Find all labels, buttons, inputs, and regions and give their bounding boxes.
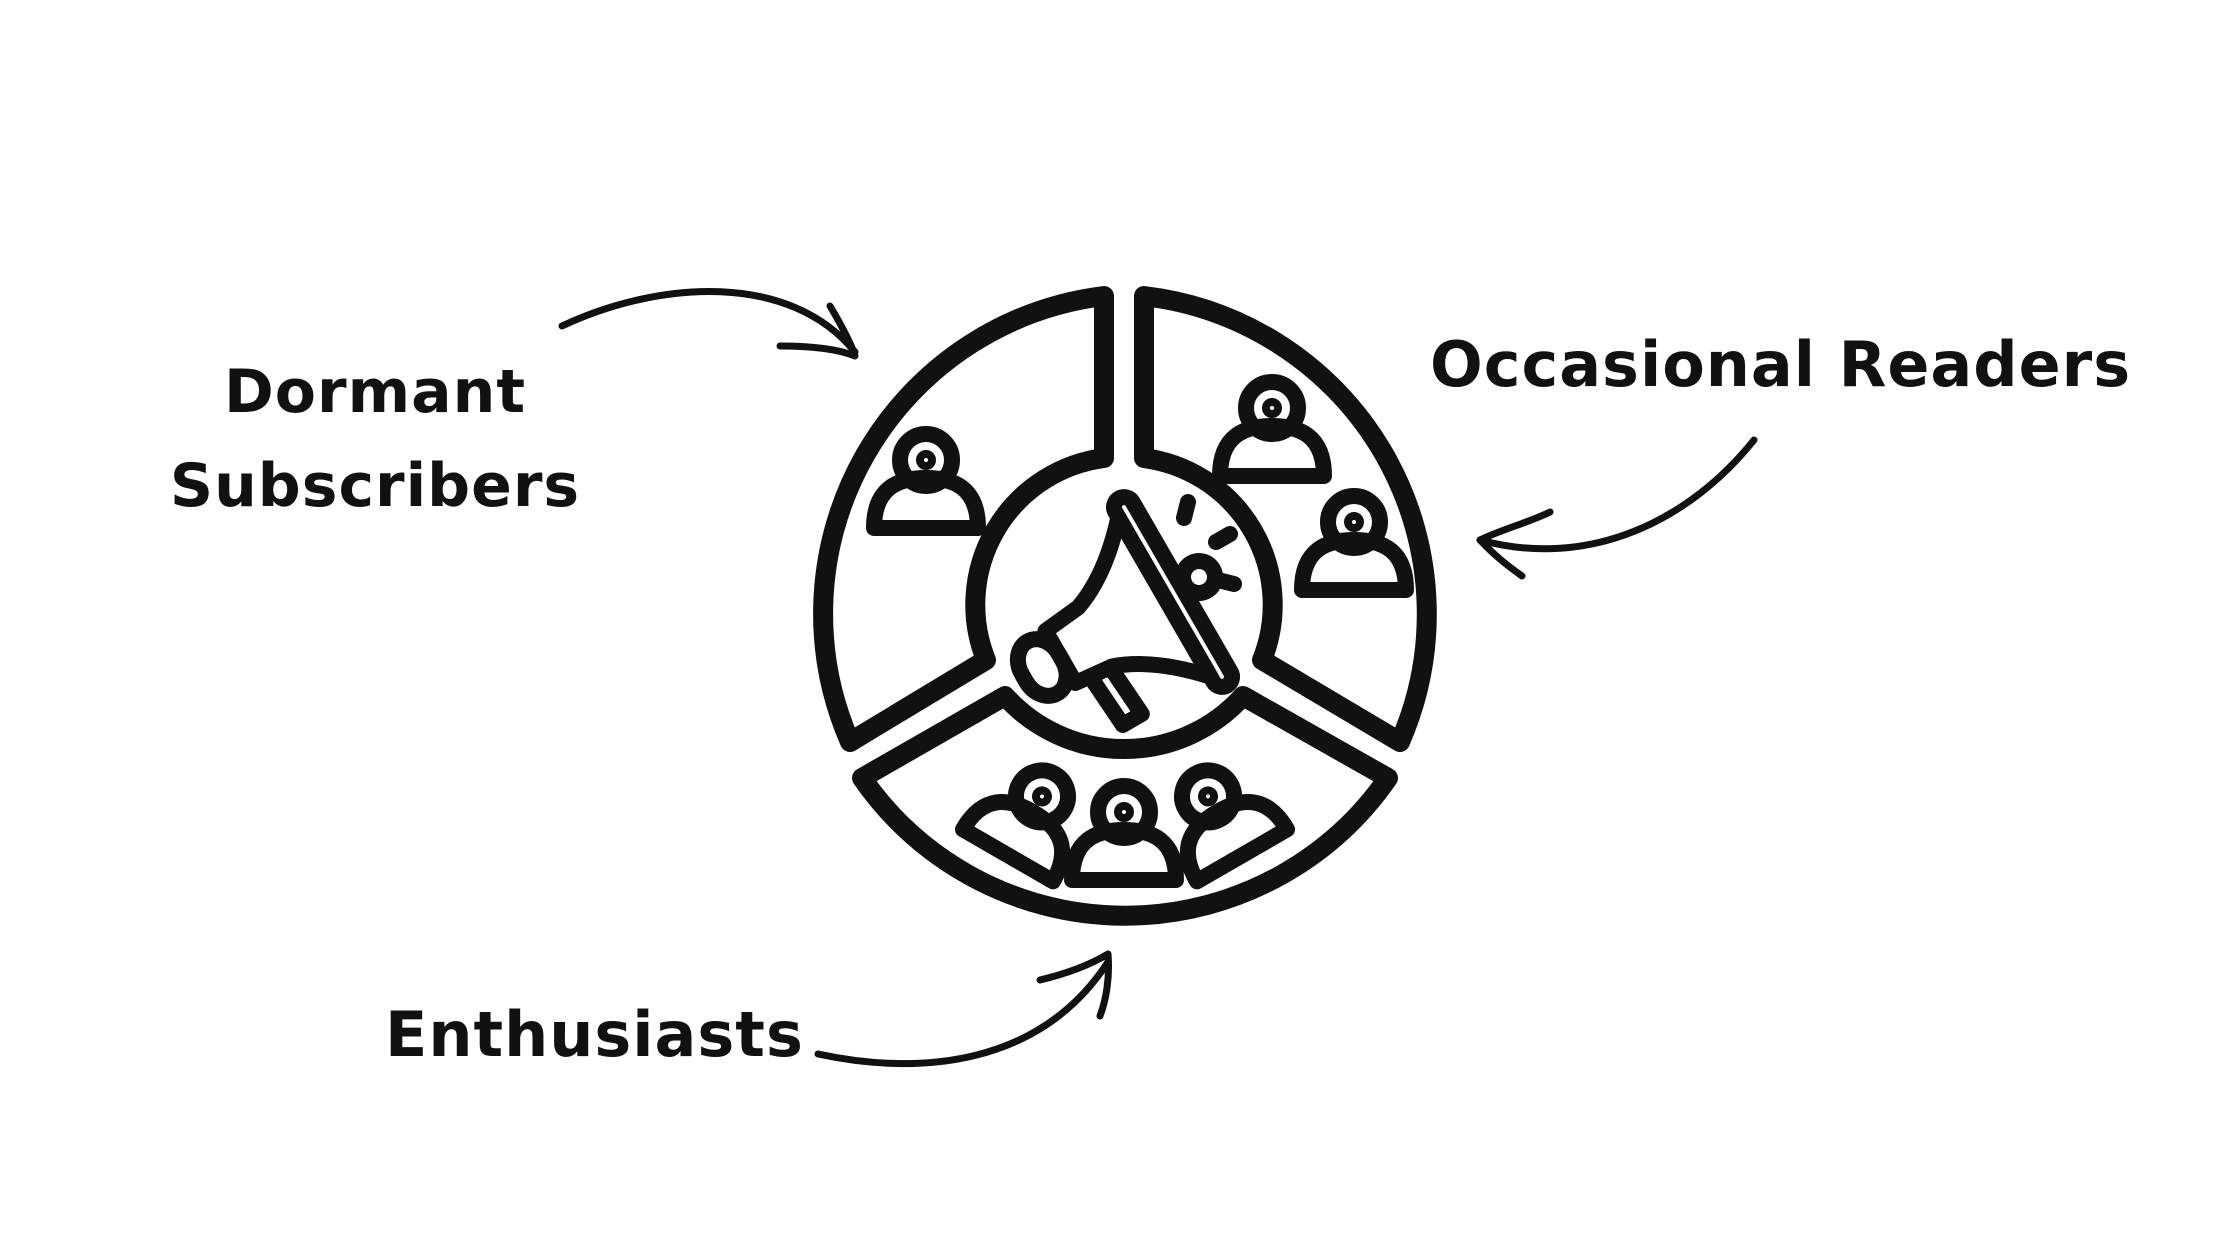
label-dormant-line1: Dormant <box>223 357 527 427</box>
arrow-to-dormant <box>558 288 859 360</box>
person-icon <box>1302 496 1406 590</box>
person-icon <box>1220 382 1324 476</box>
label-occasional-readers: Occasional Readers <box>1430 328 2132 401</box>
label-enthusiasts: Enthusiasts <box>385 998 804 1071</box>
segment-dormant <box>813 286 1114 752</box>
person-icon <box>874 434 978 528</box>
segment-occasional <box>1134 286 1437 752</box>
segment-enthusiasts <box>852 686 1398 926</box>
label-dormant-line2: Subscribers <box>169 451 581 521</box>
arrow-to-enthusiasts <box>814 950 1112 1068</box>
megaphone-icon <box>1009 489 1242 733</box>
person-icon <box>1072 786 1176 880</box>
arrow-to-occasional <box>1476 436 1758 580</box>
label-dormant-subscribers: Dormant Subscribers <box>150 345 600 533</box>
